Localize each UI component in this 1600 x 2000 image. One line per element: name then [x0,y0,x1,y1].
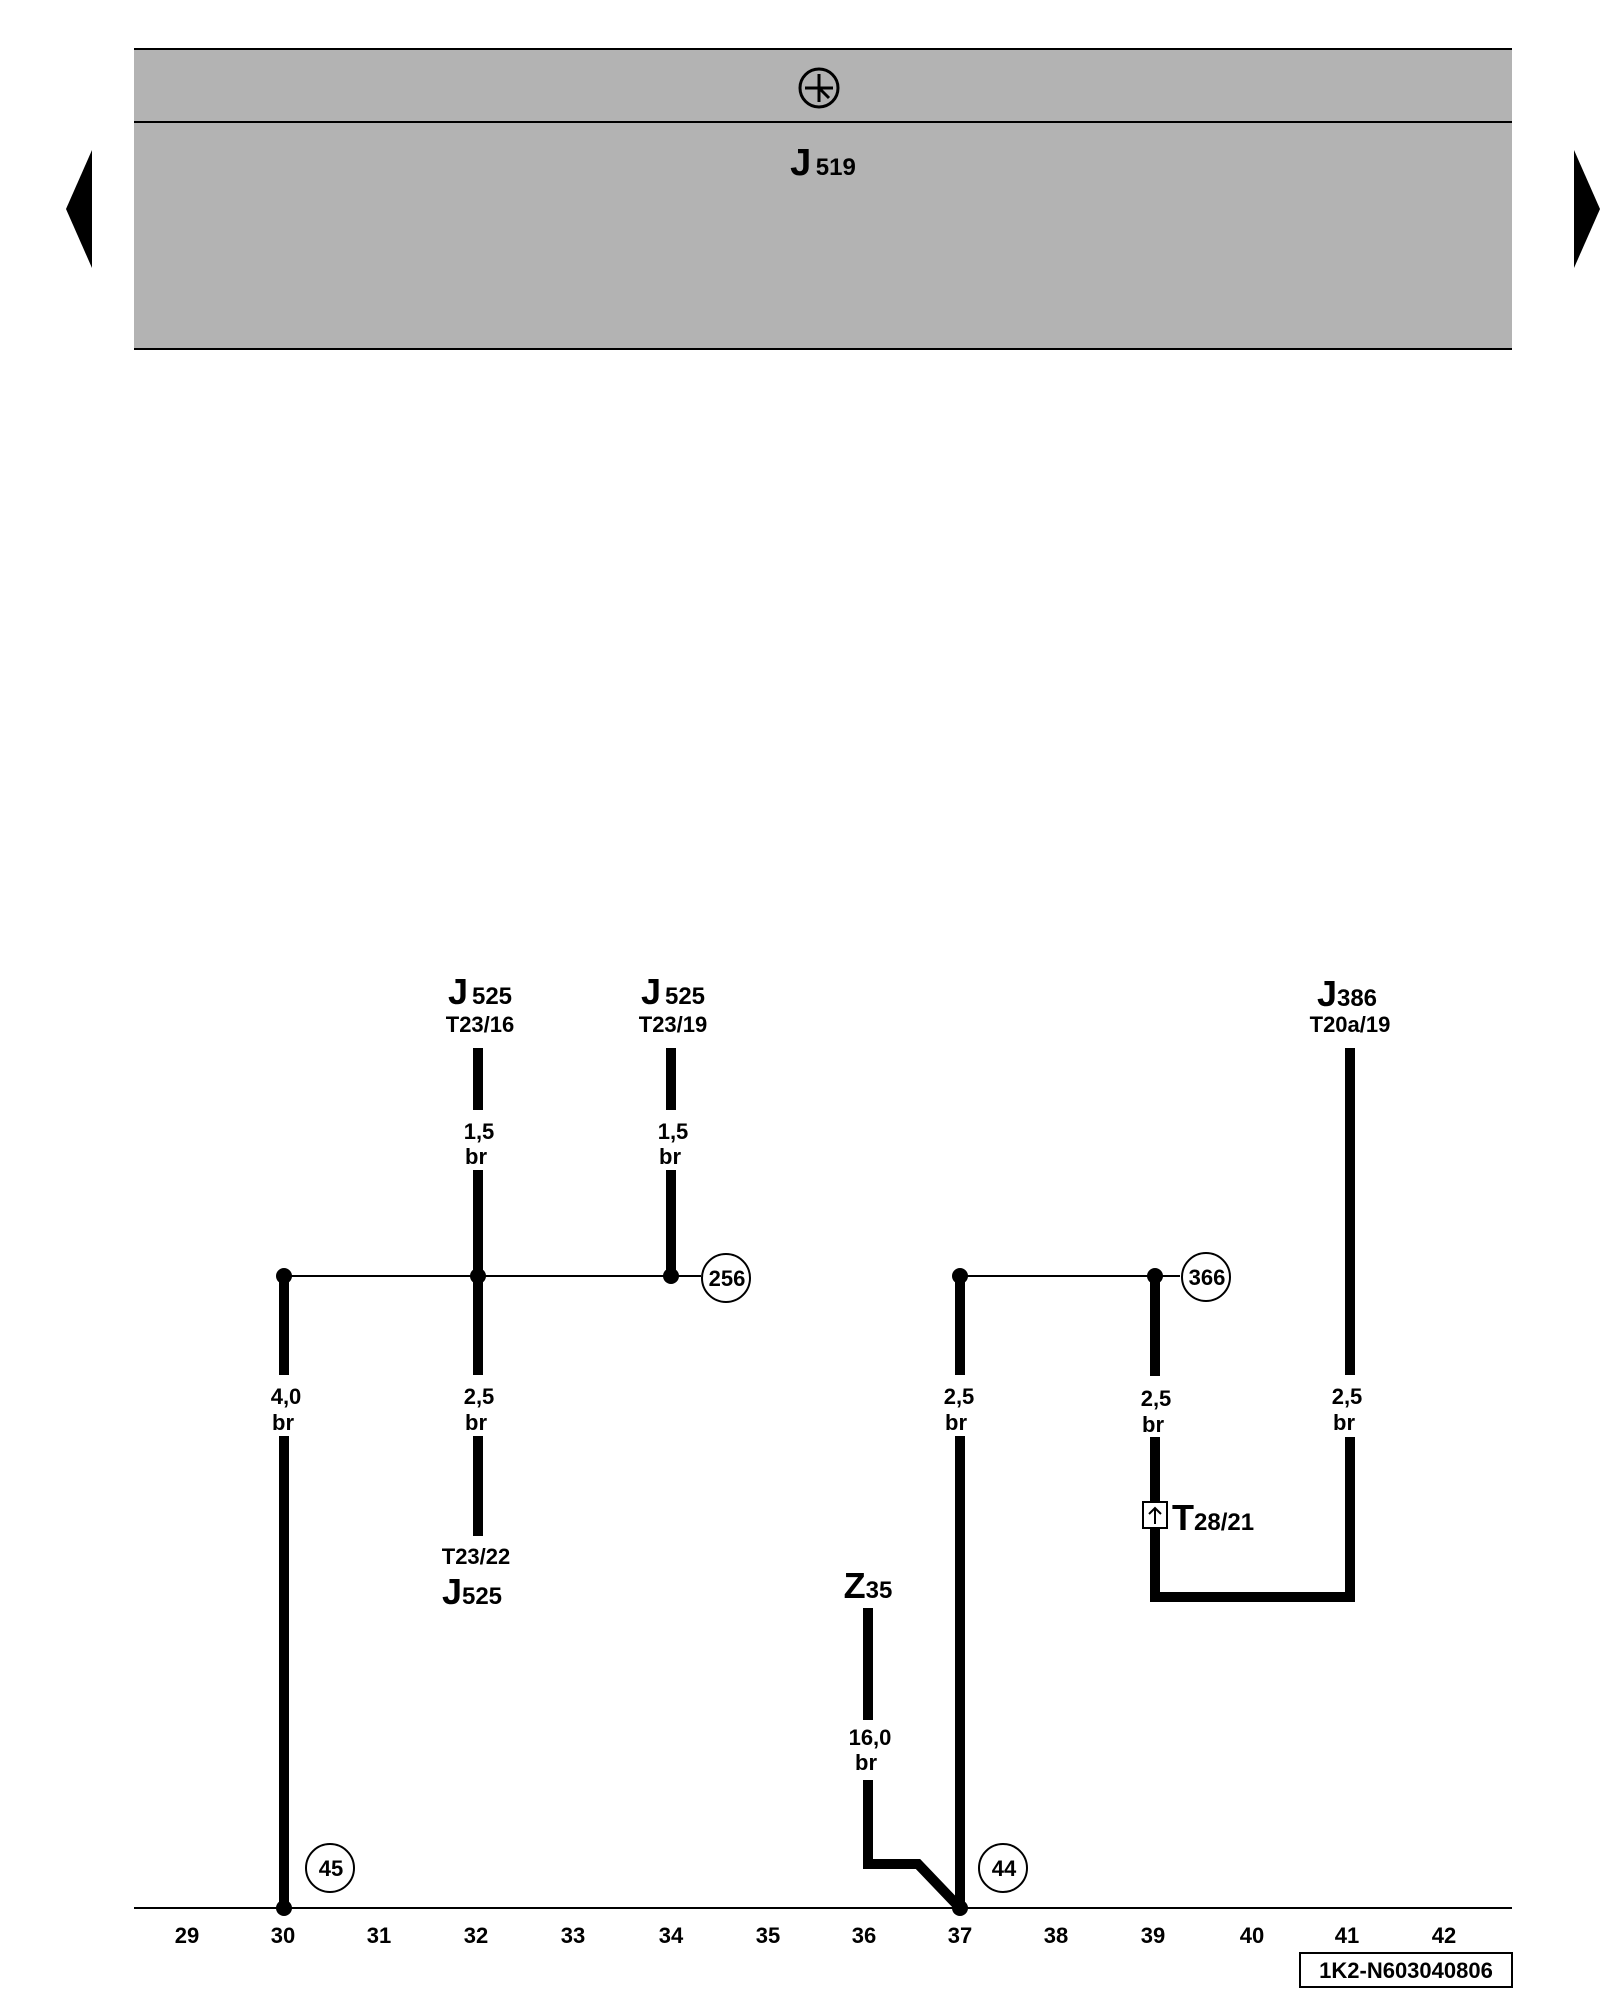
module-index: 519 [815,154,856,181]
wire-size-label: 1,5 [658,1119,689,1144]
control-unit-banner: J 519 [134,48,1512,350]
component-z35: Z35 [844,1565,893,1606]
wire-size-label: 2,5 [1141,1386,1172,1411]
ground-meter-icon [798,67,840,109]
track-number: 36 [852,1923,876,1948]
wire-36-lower [863,1780,964,1912]
triangle-left-icon[interactable] [66,150,92,268]
ref-number: 366 [1189,1265,1226,1290]
track-number: 31 [367,1923,391,1948]
track-number: 33 [561,1923,585,1948]
wire-color-label: br [855,1750,877,1775]
track-numbers: 29 30 31 32 33 34 35 36 37 38 39 40 41 4… [175,1923,1456,1948]
wire-color-label: br [272,1410,294,1435]
module-letter: J [790,142,812,184]
track-number: 30 [271,1923,295,1948]
banner-divider [134,121,1512,123]
document-id-text: 1K2-N603040806 [1319,1958,1493,1983]
ref-number: 45 [319,1856,343,1881]
module-label: J 519 [134,142,1512,185]
ref-circle-44[interactable]: 44 [978,1843,1028,1893]
ref-circle-366[interactable]: 366 [1155,1252,1231,1302]
track-number: 34 [659,1923,684,1948]
wire-color-label: br [945,1410,967,1435]
junction-dot [952,1268,968,1284]
connector-icon [1142,1501,1168,1529]
wire-size-label: 16,0 [849,1725,892,1750]
wire-size-label: 4,0 [271,1384,302,1409]
wire-size-label: 2,5 [1332,1384,1363,1409]
ref-circle-45[interactable]: 45 [305,1843,355,1893]
track-number: 40 [1240,1923,1264,1948]
track-number: 41 [1335,1923,1359,1948]
component-j525-c: J525 [442,1571,502,1612]
triangle-right-icon[interactable] [1574,150,1600,268]
track-number: 35 [756,1923,780,1948]
ref-circle-256[interactable]: 256 [671,1253,751,1303]
track-number: 29 [175,1923,199,1948]
track-number: 42 [1432,1923,1456,1948]
wire-size-label: 2,5 [464,1384,495,1409]
pin-t23-19: T23/19 [639,1012,708,1037]
track-number: 37 [948,1923,972,1948]
wire-size-label: 1,5 [464,1119,495,1144]
document-id: 1K2-N603040806 [1299,1952,1513,1988]
ref-number: 44 [992,1856,1017,1881]
connector-t28-21: T28/21 [1172,1497,1254,1538]
pin-t23-16: T23/16 [446,1012,515,1037]
track-number: 39 [1141,1923,1165,1948]
component-j386: J386 [1317,973,1377,1014]
wire-color-label: br [659,1144,681,1169]
junction-dot [276,1268,292,1284]
wire-color-label: br [465,1144,487,1169]
track-number: 38 [1044,1923,1068,1948]
track-number: 32 [464,1923,488,1948]
junction-dot [470,1268,486,1284]
pin-t23-22: T23/22 [442,1544,511,1569]
wire-color-label: br [1333,1410,1355,1435]
junction-dot [952,1900,968,1916]
pin-t20a-19: T20a/19 [1310,1012,1391,1037]
wire-color-label: br [1142,1412,1164,1437]
ref-number: 256 [709,1266,746,1291]
junction-dot [276,1900,292,1916]
wire-size-label: 2,5 [944,1384,975,1409]
wire-color-label: br [465,1410,487,1435]
